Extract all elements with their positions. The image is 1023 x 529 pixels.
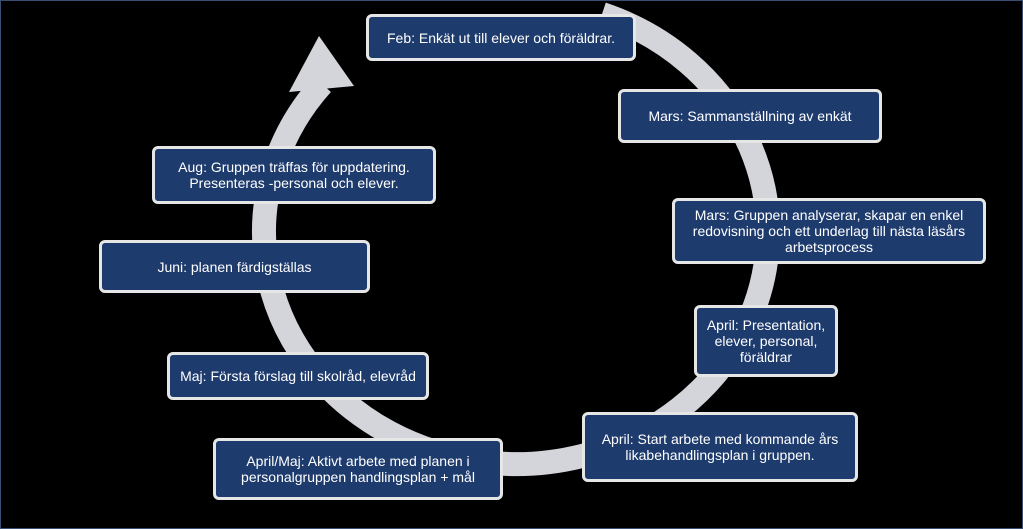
step-april-start: April: Start arbete med kommande års lik… <box>582 412 858 482</box>
step-mars-sammanstallning: Mars: Sammanställning av enkät <box>618 89 882 143</box>
step-april-maj-text: April/Maj: Aktivt arbete med planen i pe… <box>241 453 475 485</box>
step-mars-analys: Mars: Gruppen analyserar, skapar en enke… <box>672 198 986 264</box>
step-maj: Maj: Första förslag till skolråd, elevrå… <box>167 352 429 400</box>
step-feb: Feb: Enkät ut till elever och föräldrar. <box>366 14 636 61</box>
step-aug: Aug: Gruppen träffas för uppdatering. Pr… <box>152 146 436 204</box>
step-april-presentation: April: Presentation, elever, personal, f… <box>694 305 838 377</box>
step-feb-text: Feb: Enkät ut till elever och föräldrar. <box>387 29 615 46</box>
cycle-arrowhead <box>289 36 354 92</box>
step-mars-sammanstallning-text: Mars: Sammanställning av enkät <box>648 108 852 124</box>
step-april-start-text: April: Start arbete med kommande års lik… <box>601 431 839 463</box>
step-juni: Juni: planen färdigställas <box>99 240 370 293</box>
step-aug-text: Aug: Gruppen träffas för uppdatering. Pr… <box>178 159 410 191</box>
step-mars-analys-text: Mars: Gruppen analyserar, skapar en enke… <box>692 207 966 255</box>
step-april-presentation-text: April: Presentation, elever, personal, f… <box>706 317 826 365</box>
step-maj-text: Maj: Första förslag till skolråd, elevrå… <box>180 368 416 384</box>
step-april-maj: April/Maj: Aktivt arbete med planen i pe… <box>213 438 503 500</box>
step-juni-text: Juni: planen färdigställas <box>157 258 312 275</box>
